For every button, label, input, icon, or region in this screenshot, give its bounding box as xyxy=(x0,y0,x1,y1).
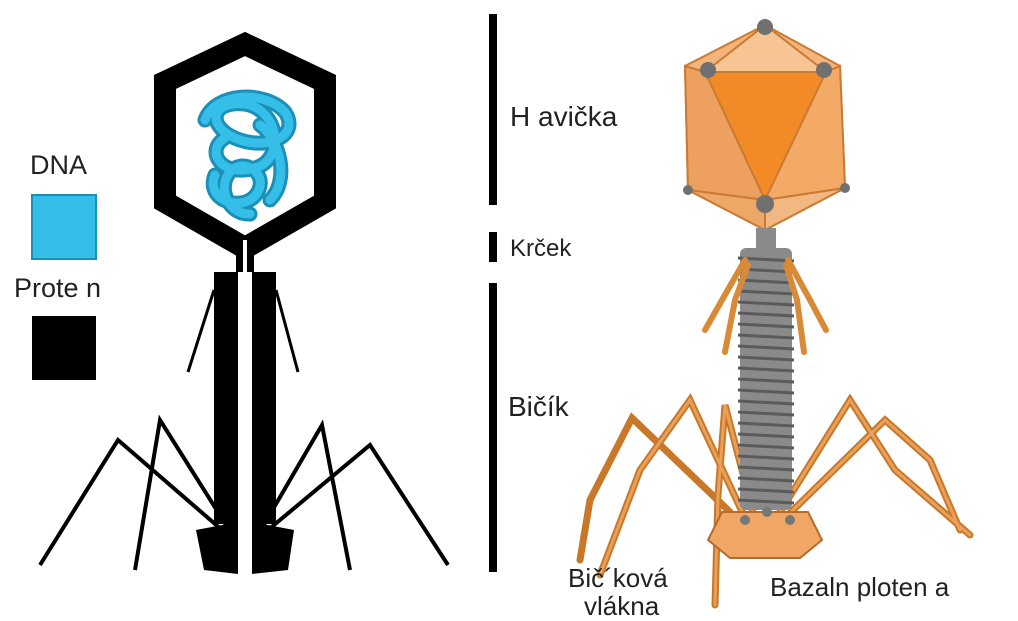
schematic-baseplate-right xyxy=(252,522,294,574)
schematic-tail-right xyxy=(252,272,276,524)
rendered-neck xyxy=(756,228,776,248)
legend-dna-swatch xyxy=(32,195,96,259)
schematic-phage xyxy=(40,44,448,574)
schematic-baseplate-left xyxy=(196,522,238,574)
legend-dna-label: DNA xyxy=(30,152,87,179)
rendered-phage xyxy=(580,19,970,605)
head-label: H avička xyxy=(510,103,617,131)
legend-protein-swatch xyxy=(32,316,96,380)
tail-fibers-label-line1: Bič´ková xyxy=(568,565,668,591)
tail-fibers-label-line2: vlákna xyxy=(584,593,659,619)
baseplate-label: Bazaln ploten a xyxy=(770,574,949,600)
tail-label: Bičík xyxy=(508,393,569,421)
rendered-baseplate xyxy=(708,512,822,558)
legend-protein-label: Prote n xyxy=(14,275,101,302)
neck-label: Krček xyxy=(510,237,571,261)
schematic-tail-left xyxy=(214,272,238,524)
